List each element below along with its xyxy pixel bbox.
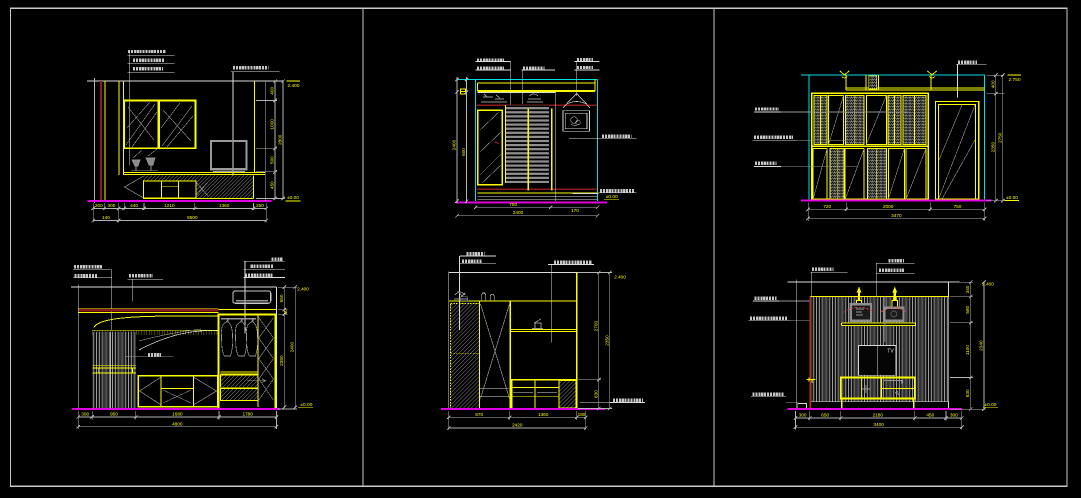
svg-text:1000: 1000 [270,119,275,130]
svg-text:630: 630 [965,389,970,397]
svg-text:2.400: 2.400 [287,83,299,89]
svg-text:2.400: 2.400 [297,287,309,292]
svg-text:2.400: 2.400 [982,281,994,286]
svg-text:±0.00: ±0.00 [606,194,618,200]
svg-text:1680: 1680 [172,412,183,417]
svg-text:300: 300 [950,413,958,418]
svg-text:2180: 2180 [873,413,884,418]
svg-text:2350: 2350 [604,335,609,346]
svg-text:400: 400 [270,87,275,95]
svg-text:2750: 2750 [997,132,1002,143]
svg-text:300: 300 [799,413,807,418]
svg-text:1780: 1780 [242,412,253,417]
svg-text:±0.00: ±0.00 [287,195,299,201]
svg-text:4800: 4800 [172,421,183,426]
svg-text:340: 340 [965,285,970,293]
svg-text:400: 400 [990,80,995,88]
svg-text:2.400: 2.400 [614,275,626,280]
svg-text:140: 140 [102,215,110,220]
svg-text:600: 600 [461,148,466,156]
svg-text:2400: 2400 [513,210,524,215]
svg-text:200: 200 [95,203,103,208]
svg-text:50: 50 [283,309,288,314]
svg-text:2000: 2000 [883,204,894,209]
svg-text:440: 440 [130,203,138,208]
svg-text:1360: 1360 [538,412,549,417]
svg-text:±0.00: ±0.00 [300,402,312,408]
svg-text:2400: 2400 [290,341,295,352]
svg-text:2340: 2340 [978,340,983,351]
svg-text:950: 950 [110,412,118,417]
svg-text:2350: 2350 [990,141,995,152]
svg-text:630: 630 [593,390,598,398]
svg-text:1360: 1360 [219,203,230,208]
svg-text:2350: 2350 [279,355,284,366]
svg-text:720: 720 [823,204,831,209]
svg-text:2700: 2700 [593,320,598,331]
svg-text:TV: TV [887,349,894,355]
svg-text:870: 870 [475,412,483,417]
svg-text:580: 580 [965,305,970,313]
svg-text:8500: 8500 [187,215,198,220]
svg-text:2420: 2420 [512,423,523,428]
svg-text:300: 300 [81,412,89,417]
svg-text:1210: 1210 [164,203,175,208]
svg-text:650: 650 [279,294,284,302]
svg-text:450: 450 [270,181,275,189]
svg-text:650: 650 [821,413,829,418]
svg-text:±0.00: ±0.00 [1006,195,1018,201]
svg-text:180: 180 [578,412,586,417]
svg-text:300: 300 [107,203,115,208]
svg-text:500: 500 [270,156,275,164]
svg-text:2800: 2800 [278,134,283,145]
svg-text:3400: 3400 [873,422,884,427]
svg-text:1100: 1100 [965,345,970,355]
svg-text:170: 170 [571,208,579,213]
svg-text:450: 450 [926,413,934,418]
svg-text:750: 750 [509,202,517,207]
svg-text:3470: 3470 [891,213,902,218]
svg-text:2.750: 2.750 [1008,77,1020,83]
svg-text:±0.00: ±0.00 [985,402,997,408]
svg-text:750: 750 [954,204,962,209]
svg-text:250: 250 [256,203,264,208]
svg-text:2400: 2400 [451,139,456,150]
